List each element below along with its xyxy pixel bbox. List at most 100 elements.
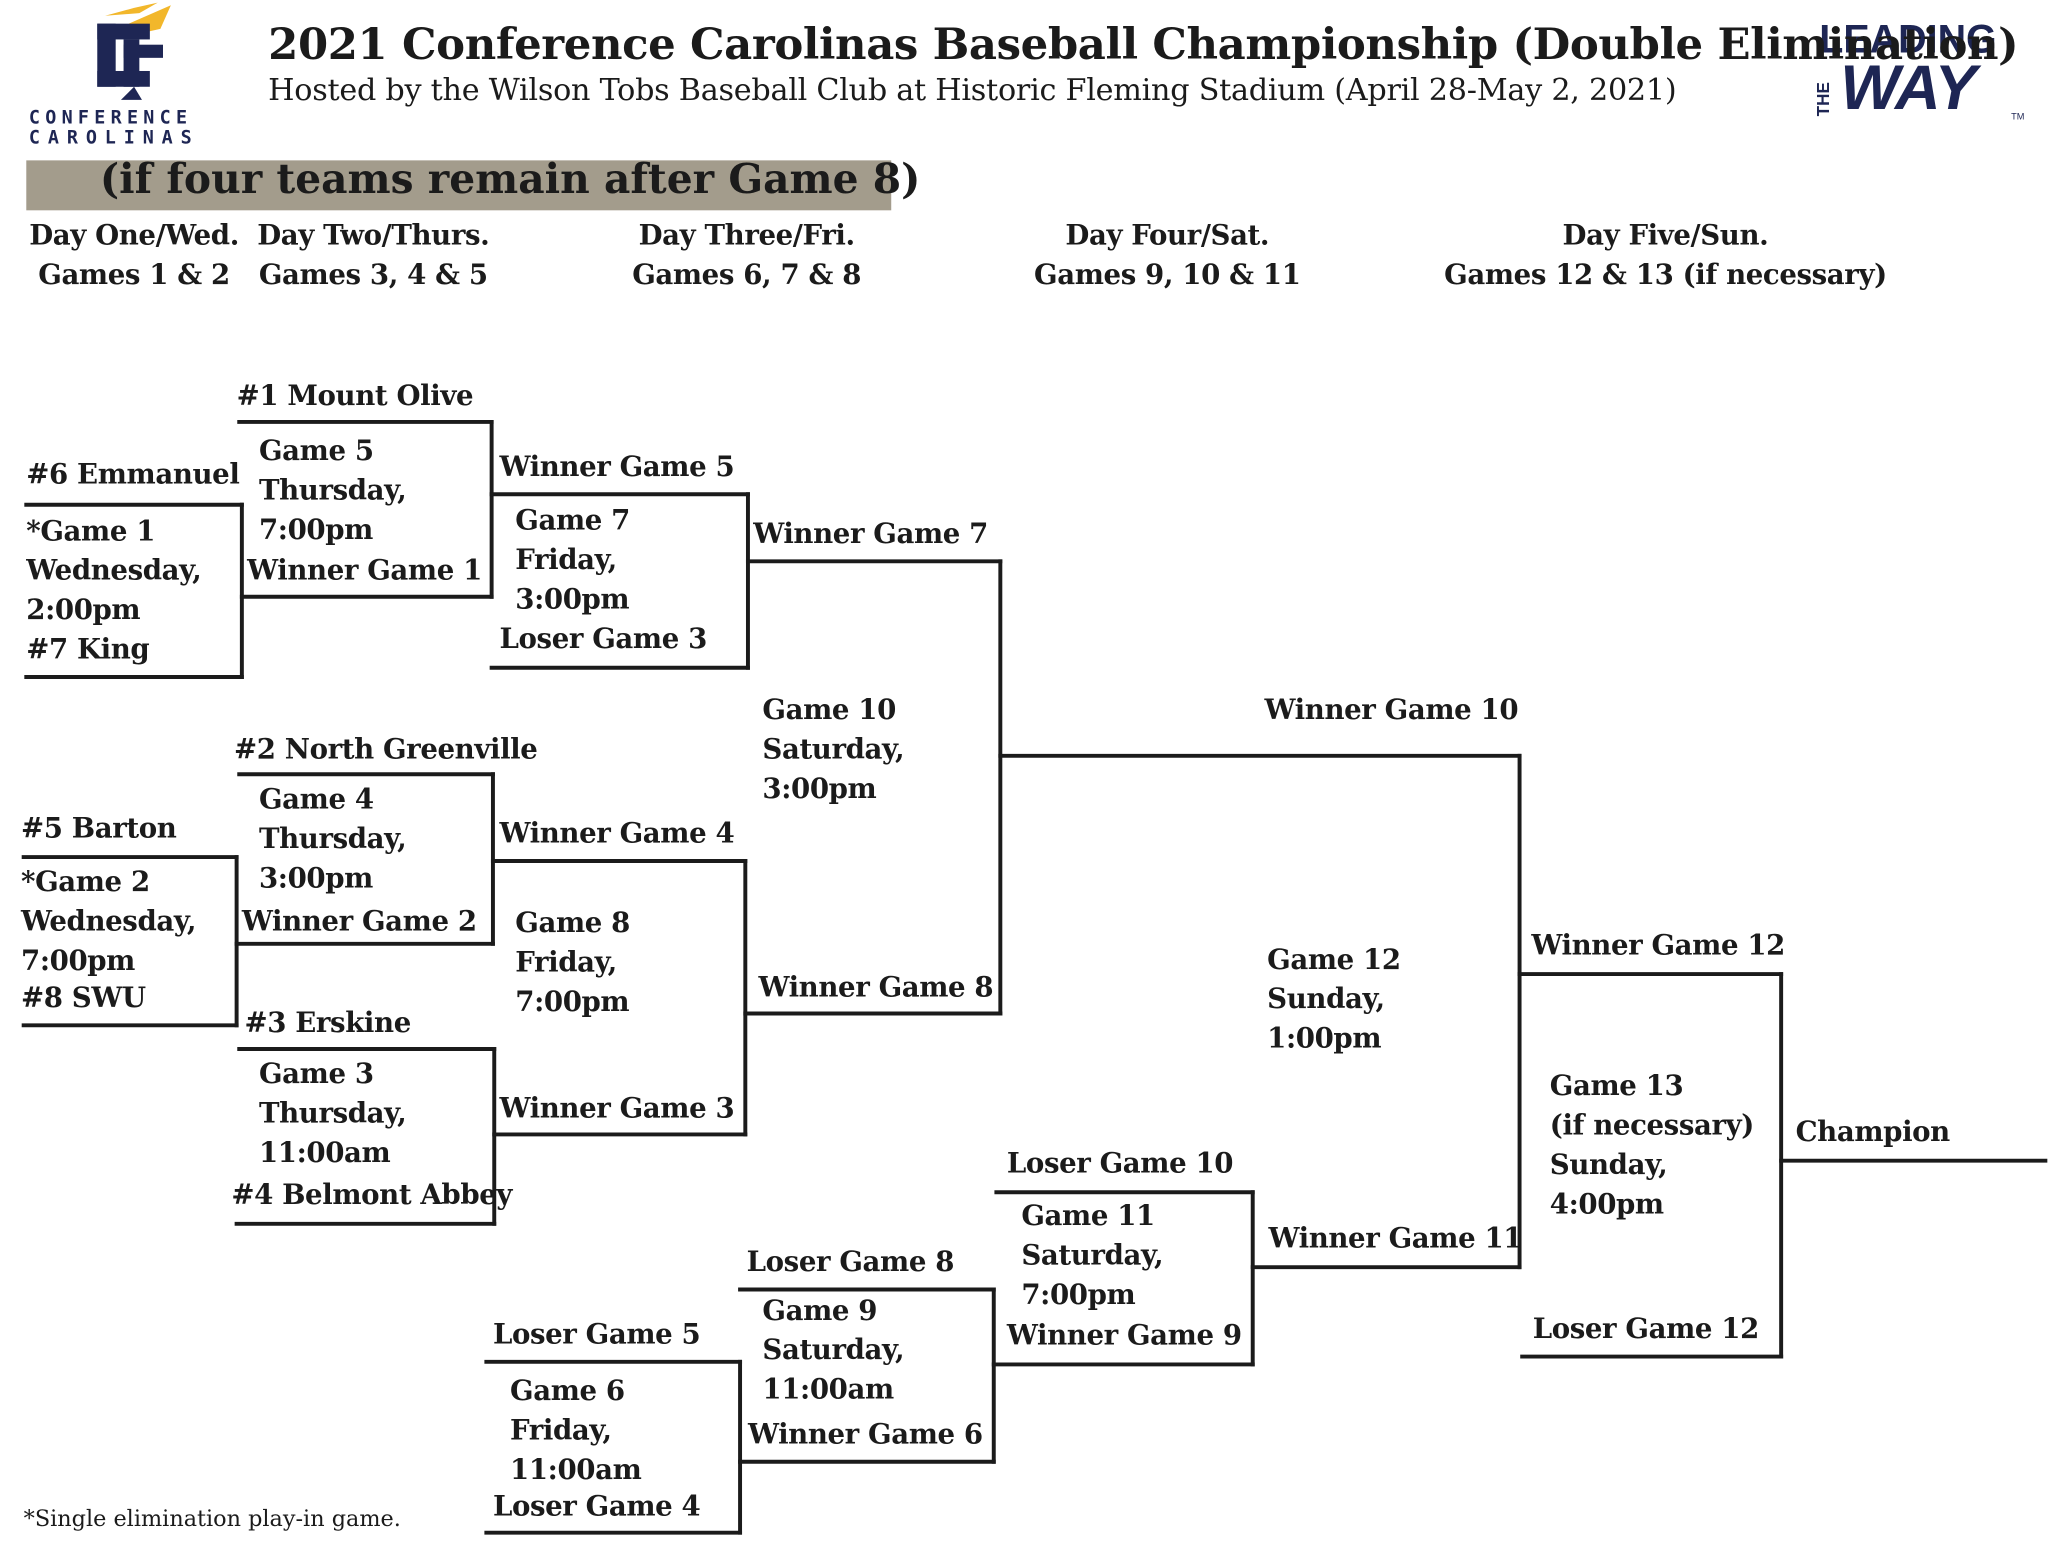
slot-swu: #8 SWU xyxy=(21,980,146,1014)
slot-loser-game-4: Loser Game 4 xyxy=(492,1489,701,1523)
day-5-label: Day Five/Sun. xyxy=(1562,218,1769,252)
slot-loser-game-12: Loser Game 12 xyxy=(1532,1311,1760,1345)
game-12-day: Sunday, xyxy=(1267,981,1385,1015)
slot-winner-game-3: Winner Game 3 xyxy=(499,1091,735,1124)
game-13-title: Game 13 xyxy=(1549,1068,1684,1102)
game-7-title: Game 7 xyxy=(515,503,630,537)
day-3-label: Day Three/Fri. xyxy=(638,218,855,252)
slot-loser-game-8: Loser Game 8 xyxy=(746,1244,955,1278)
game-1-info: *Game 1 Wednesday, 2:00pm xyxy=(26,511,201,629)
game-13-info: Game 13 (if necessary) Sunday, 4:00pm xyxy=(1549,1066,1755,1224)
game-11-info: Game 11 Saturday, 7:00pm xyxy=(1021,1196,1163,1314)
cc-logo-line1: CONFERENCE xyxy=(28,107,193,129)
slot-erskine: #3 Erskine xyxy=(244,1005,411,1039)
game-8-time: 7:00pm xyxy=(515,984,630,1018)
footnote: *Single elimination play-in game. xyxy=(23,1506,401,1533)
game-11-time: 7:00pm xyxy=(1021,1277,1136,1311)
slot-loser-game-5: Loser Game 5 xyxy=(492,1317,701,1350)
game-8-day: Friday, xyxy=(515,945,617,978)
game-7-day: Friday, xyxy=(515,542,617,576)
game-10-time: 3:00pm xyxy=(762,771,877,805)
game-5-time: 7:00pm xyxy=(258,512,373,546)
game-13-condition: (if necessary) xyxy=(1549,1108,1755,1141)
game-5-title: Game 5 xyxy=(258,433,374,467)
game-1-day: Wednesday, xyxy=(26,553,202,587)
game-6-info: Game 6 Friday, 11:00am xyxy=(510,1371,642,1489)
slot-loser-game-3: Loser Game 3 xyxy=(499,621,708,655)
day-4-games: Games 9, 10 & 11 xyxy=(1034,257,1301,291)
game-1-time: 2:00pm xyxy=(26,592,141,626)
game-4-time: 3:00pm xyxy=(258,860,373,894)
ltw-logo-main: WAY xyxy=(1840,53,1976,124)
slot-loser-game-10: Loser Game 10 xyxy=(1006,1146,1234,1180)
game-8-info: Game 8 Friday, 7:00pm xyxy=(515,903,630,1021)
page-title: 2021 Conference Carolinas Baseball Champ… xyxy=(268,18,2019,70)
day-1-games: Games 1 & 2 xyxy=(38,257,230,291)
slot-belmont-abbey: #4 Belmont Abbey xyxy=(231,1177,513,1211)
ltw-logo-top: LEADING xyxy=(1819,18,1997,62)
game-9-time: 11:00am xyxy=(762,1372,894,1406)
day-4-label: Day Four/Sat. xyxy=(1065,218,1270,252)
day-header-2: Day Two/Thurs. Games 3, 4 & 5 xyxy=(244,216,502,295)
game-2-time: 7:00pm xyxy=(21,943,136,977)
day-header-5: Day Five/Sun. Games 12 & 13 (if necessar… xyxy=(1441,216,1891,295)
leading-the-way-logo: LEADING THE WAY TM xyxy=(1813,13,2037,131)
conference-carolinas-logo: CONFERENCE CAROLINAS xyxy=(24,0,245,149)
game-3-time: 11:00am xyxy=(258,1135,391,1169)
page-subtitle: Hosted by the Wilson Tobs Baseball Club … xyxy=(268,73,1677,108)
game-12-info: Game 12 Sunday, 1:00pm xyxy=(1267,940,1401,1058)
game-6-title: Game 6 xyxy=(510,1373,625,1407)
game-4-day: Thursday, xyxy=(258,821,407,855)
game-6-day: Friday, xyxy=(510,1413,612,1446)
game-7-info: Game 7 Friday, 3:00pm xyxy=(515,501,630,619)
game-13-time: 4:00pm xyxy=(1549,1186,1664,1220)
day-3-games: Games 6, 7 & 8 xyxy=(632,257,862,291)
slot-winner-game-10: Winner Game 10 xyxy=(1264,692,1519,726)
game-8-title: Game 8 xyxy=(515,905,630,939)
ltw-logo-tm: TM xyxy=(2011,113,2025,123)
banner-text: (if four teams remain after Game 8) xyxy=(99,156,921,204)
slot-winner-game-5: Winner Game 5 xyxy=(499,449,735,483)
banner: (if four teams remain after Game 8) xyxy=(26,156,920,211)
game-4-title: Game 4 xyxy=(258,782,374,815)
slot-winner-game-8: Winner Game 8 xyxy=(758,970,994,1003)
day-2-games: Games 3, 4 & 5 xyxy=(258,257,488,291)
game-9-day: Saturday, xyxy=(762,1332,905,1366)
game-3-info: Game 3 Thursday, 11:00am xyxy=(258,1054,407,1172)
cc-logo-line2: CAROLINAS xyxy=(28,127,200,149)
game-3-title: Game 3 xyxy=(258,1056,374,1090)
slot-north-greenville: #2 North Greenville xyxy=(233,732,538,766)
game-12-title: Game 12 xyxy=(1267,942,1401,976)
game-12-time: 1:00pm xyxy=(1267,1021,1382,1055)
slot-winner-game-9: Winner Game 9 xyxy=(1006,1318,1242,1352)
game-3-day: Thursday, xyxy=(258,1096,407,1130)
slot-winner-game-11: Winner Game 11 xyxy=(1268,1221,1523,1255)
slot-king: #7 King xyxy=(26,632,150,666)
slot-winner-game-7: Winner Game 7 xyxy=(753,516,989,550)
game-1-title: *Game 1 xyxy=(26,513,156,547)
slot-barton: #5 Barton xyxy=(21,811,177,844)
cc-logo-mark xyxy=(97,2,171,100)
slot-winner-game-4: Winner Game 4 xyxy=(499,816,735,850)
slot-winner-game-1: Winner Game 1 xyxy=(247,553,482,587)
game-10-info: Game 10 Saturday, 3:00pm xyxy=(762,690,904,808)
game-11-day: Saturday, xyxy=(1021,1238,1164,1272)
game-9-title: Game 9 xyxy=(762,1293,878,1327)
day-2-label: Day Two/Thurs. xyxy=(257,218,490,252)
day-1-label: Day One/Wed. xyxy=(29,218,239,252)
game-2-info: *Game 2 Wednesday, 7:00pm xyxy=(21,862,196,980)
day-5-games: Games 12 & 13 (if necessary) xyxy=(1444,257,1887,291)
game-10-day: Saturday, xyxy=(762,732,905,766)
slot-winner-game-6: Winner Game 6 xyxy=(747,1417,983,1450)
game-2-day: Wednesday, xyxy=(21,904,197,938)
game-5-info: Game 5 Thursday, 7:00pm xyxy=(258,431,407,549)
game-5-day: Thursday, xyxy=(258,473,407,507)
slot-winner-game-2: Winner Game 2 xyxy=(241,904,477,938)
game-11-title: Game 11 xyxy=(1021,1198,1155,1232)
slot-emmanuel: #6 Emmanuel xyxy=(26,457,240,491)
slot-champion: Champion xyxy=(1795,1114,1951,1148)
game-9-info: Game 9 Saturday, 11:00am xyxy=(762,1291,904,1409)
day-header-3: Day Three/Fri. Games 6, 7 & 8 xyxy=(615,216,878,295)
